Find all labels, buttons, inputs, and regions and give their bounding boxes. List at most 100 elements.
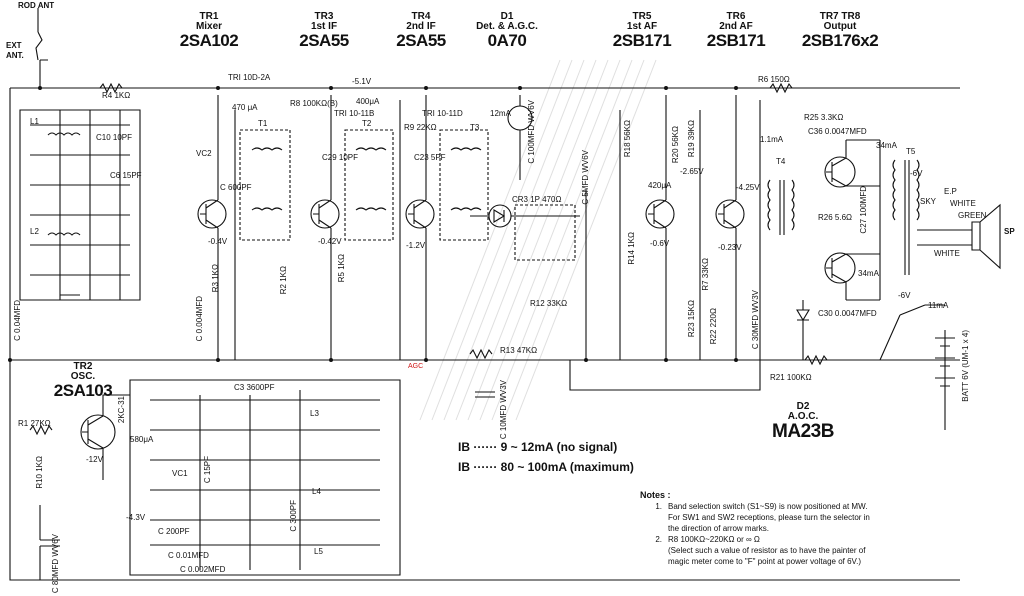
- notes-block: Notes : 1. Band selection switch (S1~S9)…: [640, 490, 1020, 567]
- label-c6: C6 15PF: [110, 171, 142, 180]
- label-v51: -5.1V: [352, 77, 372, 86]
- label-r23: R23 15KΩ: [687, 300, 696, 338]
- header-tr1: TR1 Mixer 2SA102: [178, 12, 240, 50]
- header-tr7-tr8: TR7 TR8 Output 2SB176x2: [800, 11, 880, 50]
- label-tri10c: TRI 10-11D: [422, 109, 463, 118]
- label-batt: BATT 6V (UM-1 x 4): [961, 330, 970, 402]
- label-white: WHITE: [950, 199, 976, 208]
- label-r12: R12 33KΩ: [530, 299, 568, 308]
- junction-dots: [8, 86, 738, 362]
- note-1-number: 1.: [655, 502, 662, 511]
- note-1: 1. Band selection switch (S1~S9) is now …: [640, 501, 1020, 512]
- label-v6: -6V: [910, 169, 923, 178]
- label-c004b: C 0.004MFD: [195, 296, 204, 342]
- label-r10: R10 1KΩ: [35, 456, 44, 489]
- tr1-role: Mixer: [195, 21, 223, 32]
- label-ep: E.P: [944, 187, 957, 196]
- label-tri10b: TRI 10-11B: [334, 109, 375, 118]
- header-tr2: TR2 OSC. 2SA103: [52, 362, 114, 400]
- header-d2: D2 A.O.C. MA23B: [768, 402, 838, 442]
- label-r19: R19 39KΩ: [687, 120, 696, 158]
- label-v023: -0.23V: [718, 243, 742, 252]
- note-1-line3: the direction of arrow marks.: [668, 524, 769, 533]
- label-c10: C10 10PF: [96, 133, 133, 142]
- tr7-role: Output: [823, 21, 857, 32]
- label-c100mfd: C 100MFD WV6V: [527, 100, 536, 164]
- label-c3mfd: C 30MFD WV3V: [751, 290, 760, 350]
- d2-part: MA23B: [772, 421, 834, 442]
- ext-antenna-label-1: EXT: [6, 41, 22, 50]
- label-r18: R18 56KΩ: [623, 120, 632, 158]
- label-c23: C23 5PF: [414, 153, 446, 162]
- label-r9: R9 22KΩ: [404, 123, 437, 132]
- label-cr: CR3 1P 470Ω: [512, 195, 562, 204]
- label-agc: AGC: [408, 363, 424, 370]
- note-2-text: R8 100KΩ~220KΩ or ∞ Ω: [668, 535, 760, 544]
- label-r25: R25 3.3KΩ: [804, 113, 844, 122]
- tr2-role: OSC.: [70, 371, 96, 382]
- label-i580: 580μA: [130, 435, 154, 444]
- label-r3: R3 1KΩ: [211, 264, 220, 293]
- label-r7: R7 33KΩ: [701, 258, 710, 291]
- note-2-number: 2.: [655, 535, 662, 544]
- label-i11: 1.1mA: [760, 135, 784, 144]
- header-tr4: TR4 2nd IF 2SA55: [393, 12, 449, 50]
- tr5-part: 2SB171: [612, 31, 672, 50]
- label-l1: L1: [30, 117, 39, 126]
- label-l5: L5: [314, 547, 323, 556]
- tr3-role: 1st IF: [310, 21, 338, 32]
- tr1-part: 2SA102: [179, 31, 239, 50]
- note-2-line2: (Select such a value of resistor as to h…: [668, 546, 866, 555]
- label-c80: C 80MFD WV6V: [51, 534, 60, 594]
- tr5-id: TR5: [632, 11, 652, 22]
- label-r22: R22 220Ω: [709, 308, 718, 345]
- label-v12b: -12V: [86, 455, 103, 464]
- header-d1: D1 Det. & A.G.C. 0A70: [464, 11, 550, 50]
- label-r4: R4 1KΩ: [102, 91, 131, 100]
- label-l3: L3: [310, 409, 319, 418]
- label-v042: -0.42V: [318, 237, 342, 246]
- tr7-id: TR7 TR8: [819, 11, 861, 22]
- header-tr5: TR5 1st AF 2SB171: [610, 11, 674, 50]
- notes-title: Notes :: [640, 490, 671, 500]
- label-v43: -4.3V: [126, 513, 146, 522]
- label-r13: R13 47KΩ: [500, 346, 538, 355]
- label-r20: R20 56KΩ: [671, 126, 680, 164]
- label-c27: C27 100MFD: [859, 186, 868, 234]
- label-i12ma: 12mA: [490, 109, 511, 118]
- label-c200: C 200PF: [158, 527, 190, 536]
- label-i34a: 34mA: [876, 141, 897, 150]
- label-r1: R1 27KΩ: [18, 419, 51, 428]
- label-c001: C 0.01MFD: [168, 551, 209, 560]
- label-t4: T4: [776, 157, 786, 166]
- label-i470: 470 μA: [232, 103, 258, 112]
- label-c10mfd: C 10MFD WV3V: [499, 380, 508, 440]
- label-t1: T1: [258, 119, 268, 128]
- label-t3: T3: [470, 123, 480, 132]
- d1-id: D1: [500, 11, 514, 22]
- label-c15: C 15PF: [203, 456, 212, 484]
- label-v06: -0.6V: [650, 239, 670, 248]
- label-c600: C 600PF: [220, 183, 252, 192]
- label-r5: R5 1KΩ: [337, 254, 346, 283]
- label-i11b: 11mA: [928, 301, 949, 310]
- label-v04: -0.4V: [208, 237, 228, 246]
- label-r8: R8 100KΩ(B): [290, 99, 338, 108]
- label-c002: C 0.002MFD: [180, 565, 226, 574]
- label-v265: -2.65V: [680, 167, 704, 176]
- label-kc: 2KC-31: [117, 396, 126, 424]
- note-1-line2: For SW1 and SW2 receptions, please turn …: [668, 513, 870, 522]
- label-green: GREEN: [958, 211, 987, 220]
- label-c-004: C 0.04MFD: [13, 300, 22, 341]
- label-v6b: -6V: [898, 291, 911, 300]
- label-l4: L4: [312, 487, 321, 496]
- label-c29: C29 10PF: [322, 153, 359, 162]
- header-tr6: TR6 2nd AF 2SB171: [704, 11, 768, 50]
- label-c30: C30 0.0047MFD: [818, 309, 877, 318]
- tr6-id: TR6: [726, 11, 746, 22]
- label-c3600: C3 3600PF: [234, 383, 275, 392]
- d2-role: A.O.C.: [787, 411, 819, 422]
- ib-maximum: IB ······ 80 ~ 100mA (maximum): [458, 460, 634, 474]
- label-vc1: VC1: [172, 469, 188, 478]
